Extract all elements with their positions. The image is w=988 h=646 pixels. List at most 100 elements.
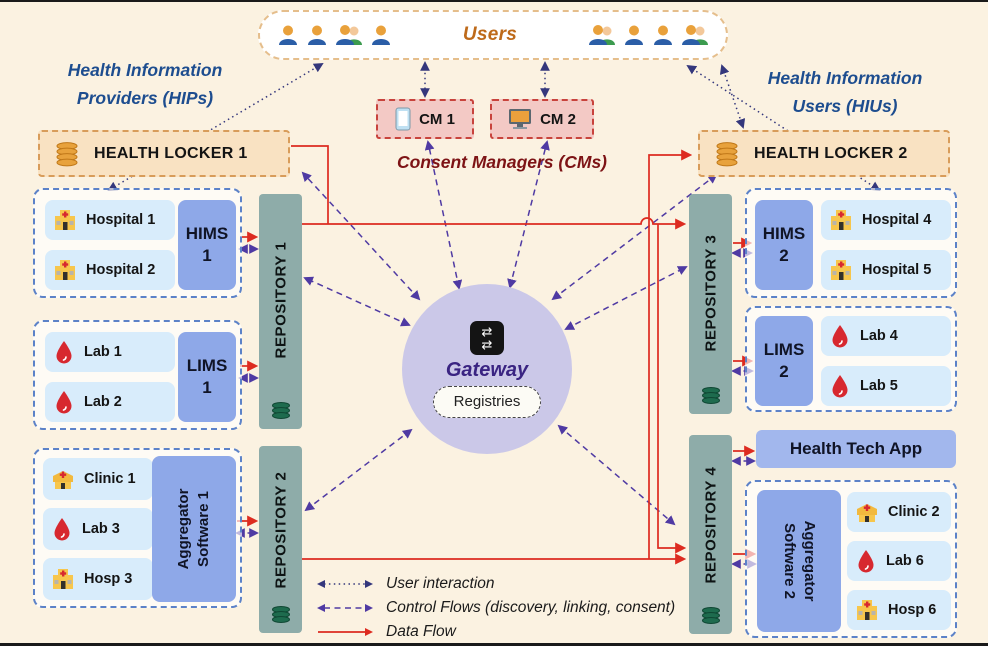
legend-label: Data Flow (386, 623, 456, 640)
system-label: HIMS (185, 223, 229, 243)
monitor-icon (509, 109, 532, 129)
mixed-group-1: Clinic 1 Lab 3 Hosp 3 Aggregator Softwar… (33, 448, 242, 608)
system-label: 2 (779, 246, 789, 265)
facility-label: Hospital 2 (86, 262, 156, 278)
hospital-icon (831, 210, 851, 230)
hospital-icon (55, 210, 75, 230)
clinic-icon (857, 504, 877, 522)
cm-label: CM 1 (419, 110, 455, 128)
facility-label: Lab 4 (860, 328, 898, 344)
lab-icon (56, 391, 72, 414)
legend-item-control-flows: Control Flows (discovery, linking, conse… (316, 596, 696, 620)
aggregator-label: Aggregator Software 2 (781, 520, 819, 602)
repository-label: REPOSITORY 4 (702, 466, 719, 584)
facility-label: Lab 1 (84, 344, 122, 360)
facility-label: Hospital 5 (862, 262, 932, 278)
lab-group-2: LIMS 2 Lab 4 Lab 5 (745, 306, 957, 412)
facility-row: Lab 6 (847, 541, 951, 581)
database-icon (56, 141, 78, 166)
clinic-icon (53, 471, 73, 489)
lims-2: LIMS 2 (755, 316, 813, 406)
database-icon (270, 605, 292, 625)
registries-pill: Registries (433, 385, 541, 418)
hospital-group-2: HIMS 2 Hospital 4 Hospital 5 (745, 188, 957, 298)
system-label: 1 (202, 246, 212, 265)
legend: User interaction Control Flows (discover… (316, 572, 696, 643)
facility-label: Clinic 2 (888, 504, 940, 520)
facility-label: Hosp 3 (84, 571, 133, 587)
health-locker-2: HEALTH LOCKER 2 (698, 130, 950, 177)
red-arrow-icon (318, 628, 373, 636)
consent-manager-2: CM 2 (490, 99, 594, 139)
aggregator-software-1: Aggregator Software 1 (152, 456, 236, 602)
user-icon (625, 25, 643, 45)
repository-2: REPOSITORY 2 (259, 446, 302, 633)
user-icons-left (276, 23, 393, 47)
health-tech-app-label: Health Tech App (789, 439, 923, 458)
user-icons-right (587, 23, 710, 47)
system-label: HIMS (762, 223, 806, 243)
lab-icon (858, 550, 874, 573)
facility-label: Lab 5 (860, 378, 898, 394)
user-pair-icon (336, 25, 362, 45)
hius-title-line1: Health Information (767, 68, 923, 88)
user-icon (372, 25, 390, 45)
smartphone-icon (395, 107, 411, 131)
consent-manager-1: CM 1 (376, 99, 474, 139)
hospital-icon (857, 600, 877, 620)
facility-row: Lab 4 (821, 316, 951, 356)
database-icon (270, 401, 292, 421)
hius-title: Health Information Users (HIUs) (728, 64, 962, 120)
legend-item-data-flow: Data Flow (316, 620, 696, 643)
legend-label: User interaction (386, 575, 495, 592)
repository-label: REPOSITORY 1 (272, 241, 289, 359)
repository-1: REPOSITORY 1 (259, 194, 302, 429)
locker-label: HEALTH LOCKER 2 (754, 144, 908, 162)
hims-2: HIMS 2 (755, 200, 813, 290)
facility-row: Lab 5 (821, 366, 951, 406)
lab-icon (832, 375, 848, 398)
hips-title-line2: Providers (HIPs) (76, 88, 214, 108)
hospital-icon (53, 569, 73, 589)
facility-row: Clinic 1 (43, 458, 153, 500)
facility-row: Hospital 5 (821, 250, 951, 290)
user-icon (308, 25, 326, 45)
system-label: LIMS (186, 355, 228, 375)
cms-title: Consent Managers (CMs) (396, 152, 608, 172)
lab-icon (832, 325, 848, 348)
lab-icon (56, 341, 72, 364)
facility-label: Hospital 1 (86, 212, 156, 228)
gateway-label: Gateway (445, 358, 529, 381)
user-pair-icon (682, 25, 708, 45)
health-tech-app: Health Tech App (756, 430, 956, 468)
facility-label: Hospital 4 (862, 212, 932, 228)
legend-item-user-interaction: User interaction (316, 572, 696, 596)
facility-label: Lab 6 (886, 553, 924, 569)
dotted-arrow-icon (317, 580, 373, 588)
facility-label: Lab 2 (84, 394, 122, 410)
facility-row: Hospital 2 (45, 250, 175, 290)
facility-row: Clinic 2 (847, 492, 951, 532)
users-group: Users (258, 10, 728, 60)
facility-row: Hosp 6 (847, 590, 951, 630)
facility-row: Hospital 4 (821, 200, 951, 240)
lims-1: LIMS 1 (178, 332, 236, 422)
hips-title-line1: Health Information (67, 60, 223, 80)
facility-label: Clinic 1 (84, 471, 136, 487)
facility-row: Hosp 3 (43, 558, 153, 600)
legend-label: Control Flows (discovery, linking, conse… (386, 599, 676, 616)
hips-title: Health Information Providers (HIPs) (28, 56, 262, 112)
mixed-group-2: Aggregator Software 2 Clinic 2 Lab 6 Hos… (745, 480, 957, 638)
facility-label: Hosp 6 (888, 602, 937, 618)
database-icon (700, 606, 722, 626)
health-locker-1: HEALTH LOCKER 1 (38, 130, 290, 177)
user-icon (279, 25, 297, 45)
facility-row: Lab 2 (45, 382, 175, 422)
lab-icon (54, 518, 70, 541)
repository-3: REPOSITORY 3 (689, 194, 732, 414)
repository-label: REPOSITORY 3 (702, 234, 719, 352)
aggregator-label: Aggregator Software 1 (174, 488, 212, 570)
system-label: LIMS (763, 339, 805, 359)
